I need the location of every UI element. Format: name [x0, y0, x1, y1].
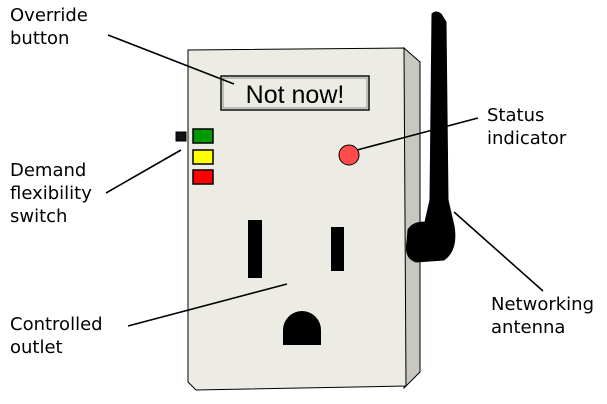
- device-side-face: [404, 48, 420, 388]
- override-button-callout: Override button: [10, 5, 94, 49]
- controlled-outlet-callout: Controlled outlet: [10, 314, 108, 358]
- leader-networking-antenna: [454, 212, 543, 291]
- status-indicator-light: [339, 145, 359, 165]
- status-indicator-callout: Status indicator: [487, 105, 567, 149]
- outlet-slot-right: [331, 227, 344, 271]
- leader-demand-switch: [106, 150, 181, 193]
- switch-led-green: [193, 129, 213, 143]
- outlet-slot-left: [248, 220, 262, 278]
- switch-slider-handle[interactable]: [176, 132, 186, 141]
- networking-antenna-callout: Networking antenna: [491, 294, 600, 338]
- override-button[interactable]: Not now!: [221, 76, 369, 110]
- demand-flexibility-switch[interactable]: [176, 129, 213, 184]
- demand-flexibility-switch-callout: Demand flexibility switch: [10, 160, 98, 227]
- override-button-label: Not now!: [246, 81, 345, 109]
- switch-led-red: [193, 170, 213, 184]
- switch-led-yellow: [193, 150, 213, 164]
